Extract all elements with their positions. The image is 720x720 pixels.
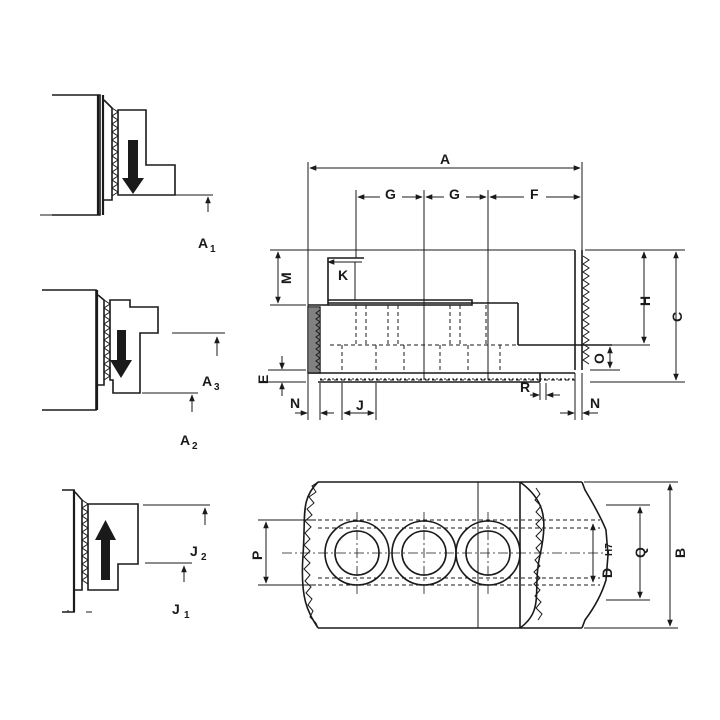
dim-o: O [591,353,607,364]
dim-p: P [249,551,265,560]
dim-j: J [356,397,364,413]
dim-h: H [637,296,653,306]
arrow-down-icon [122,140,144,194]
dim-d: D [599,568,615,578]
side-view-a2-a3: A 3 A 2 [42,289,225,452]
dim-g-2: G [449,186,460,202]
dim-n-left: N [290,395,300,411]
dim-q: Q [632,547,648,558]
dim-r: R [520,379,530,395]
dim-a: A [440,151,450,167]
dim-c: C [669,312,685,322]
label-j2: J [190,543,198,559]
side-view-a1: A 1 [40,94,216,255]
svg-text:2: 2 [201,552,207,563]
label-a2: A [180,432,190,448]
svg-text:1: 1 [184,610,190,621]
top-view: P H7 D Q B [249,481,688,629]
label-a3: A [202,373,212,389]
dim-b: B [672,548,688,558]
label-a1: A [198,235,208,251]
svg-text:3: 3 [214,382,220,393]
arrow-up-icon [95,520,116,580]
dim-k: K [338,267,348,283]
arrow-down-icon [110,330,132,378]
side-view-j1-j2: J 2 J 1 [62,489,210,621]
dim-g-1: G [385,186,396,202]
dim-n-right: N [590,395,600,411]
dim-d-tolerance: H7 [604,543,615,556]
dim-m: M [278,272,294,284]
dim-f: F [530,186,539,202]
svg-text:2: 2 [192,441,198,452]
label-j1: J [172,601,180,617]
front-view: A G G F [255,151,685,420]
dim-e: E [255,375,271,384]
svg-text:1: 1 [210,244,216,255]
